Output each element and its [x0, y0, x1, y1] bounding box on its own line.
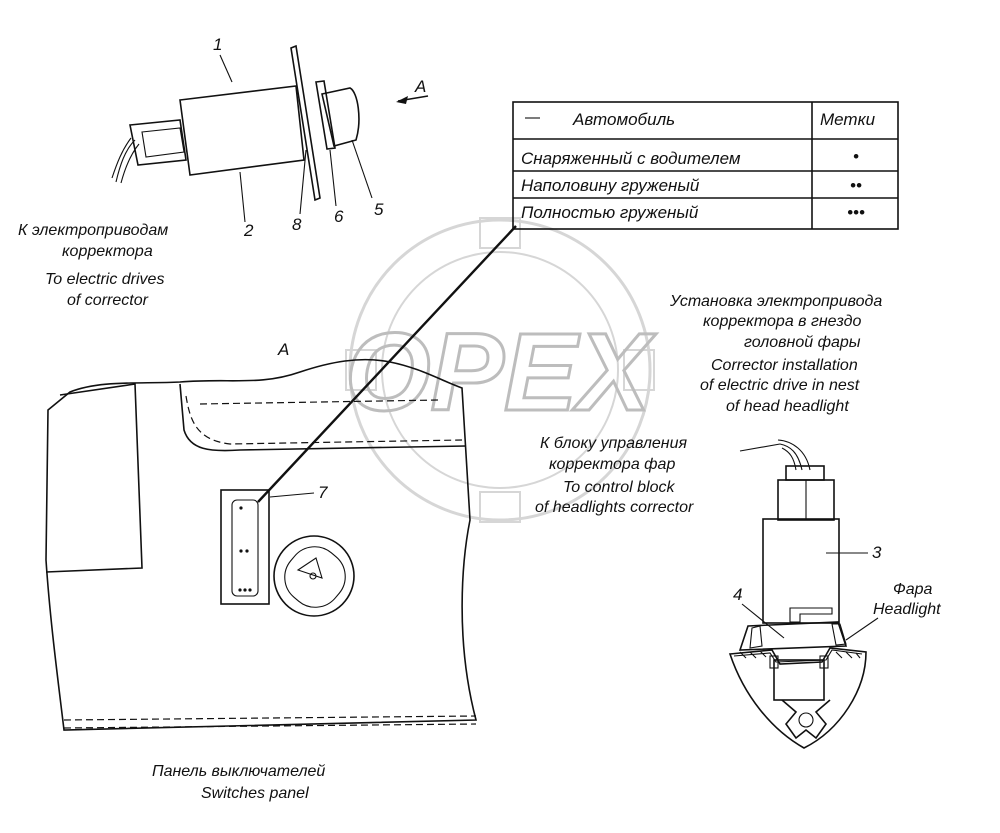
- block-en-line-1: To control block: [563, 479, 675, 496]
- install-ru-line-1: Установка электропривода: [669, 293, 882, 310]
- install-en-line-2: of electric drive in nest: [700, 377, 860, 394]
- headlight-labels: 3 4 Фара Headlight: [733, 543, 941, 641]
- install-ru-line-3: головной фары: [744, 334, 861, 351]
- table-header-vehicle: Автомобиль: [572, 110, 675, 129]
- table-row-vehicle: Полностью груженый: [521, 203, 699, 222]
- callouts-drive: 1 2 8 6 5: [213, 35, 384, 240]
- callout-3: 3: [872, 543, 882, 562]
- callout-6: 6: [334, 207, 344, 226]
- drive-en-line-1: To electric drives: [45, 271, 164, 288]
- install-en-line-3: of head headlight: [726, 398, 849, 415]
- table-row-mark: •: [853, 147, 859, 166]
- marks-table: Автомобиль Метки Снаряженный с водителем…: [512, 101, 899, 230]
- panel-en: Switches panel: [201, 785, 309, 802]
- drive-labels: К электроприводам корректора To electric…: [18, 222, 168, 309]
- headlight-en: Headlight: [873, 601, 941, 618]
- control-block-labels: К блоку управления корректора фар To con…: [535, 435, 781, 516]
- table-row-mark: ••: [850, 176, 862, 195]
- leader-line: [257, 225, 517, 503]
- install-en-line-1: Corrector installation: [711, 357, 858, 374]
- install-labels: Установка электропривода корректора в гн…: [669, 293, 882, 415]
- block-en-line-2: of headlights corrector: [535, 499, 694, 516]
- table-row-vehicle: Снаряженный с водителем: [521, 149, 741, 168]
- headlight-ru: Фара: [893, 581, 933, 598]
- callout-4: 4: [733, 585, 742, 604]
- table-row-vehicle: Наполовину груженый: [521, 176, 700, 195]
- view-a-label: A: [414, 77, 426, 96]
- block-ru-line-2: корректора фар: [549, 456, 675, 473]
- callout-2: 2: [243, 221, 254, 240]
- panel-view-label: A: [277, 340, 289, 359]
- panel-ru: Панель выключателей: [152, 763, 325, 780]
- panel-labels: Панель выключателей Switches panel: [152, 763, 325, 802]
- install-ru-line-2: корректора в гнездо: [703, 313, 861, 330]
- callout-7: 7: [318, 483, 328, 502]
- callout-5: 5: [374, 200, 384, 219]
- table-header-marks: Метки: [820, 110, 876, 129]
- switches-panel: A 7: [45, 340, 478, 731]
- callout-8: 8: [292, 215, 302, 234]
- electric-drive-assembly: [111, 44, 360, 202]
- callout-1: 1: [213, 35, 222, 54]
- drive-ru-line-1: К электроприводам: [18, 222, 168, 239]
- view-a-arrow: A: [396, 77, 429, 104]
- drive-en-line-2: of corrector: [67, 292, 149, 309]
- drive-ru-line-2: корректора: [62, 243, 153, 260]
- watermark-text: OPEX: [345, 311, 656, 434]
- table-row-mark: •••: [847, 203, 865, 222]
- headlight-assembly: [728, 439, 867, 749]
- block-ru-line-1: К блоку управления: [540, 435, 687, 452]
- watermark: OPEX: [344, 217, 658, 523]
